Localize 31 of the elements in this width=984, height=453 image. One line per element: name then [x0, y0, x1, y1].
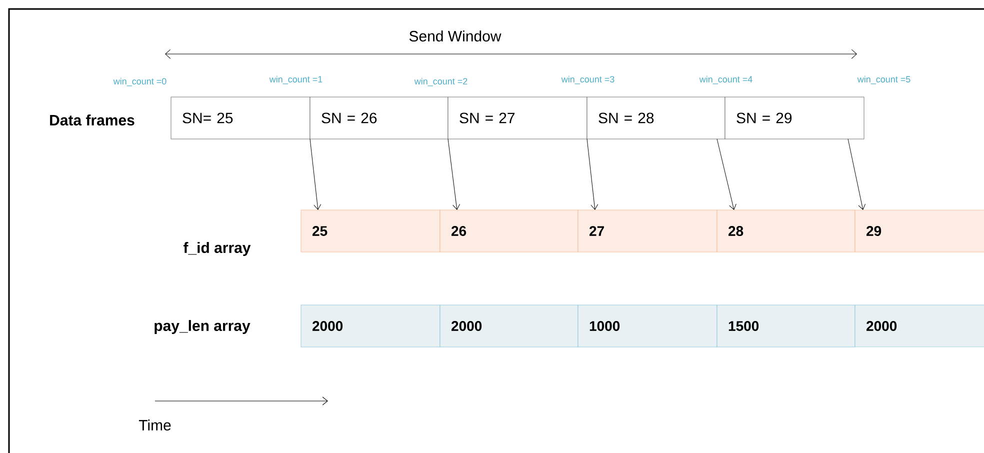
array-cell: 29	[854, 210, 984, 252]
array-cell: 1000	[578, 304, 718, 348]
array-cell: 2000	[440, 304, 578, 348]
data-frame-cell: SN = 27	[448, 96, 588, 140]
count-label: win_count =0	[113, 78, 166, 86]
count-label: win_count =5	[857, 76, 910, 84]
arrow	[586, 138, 598, 210]
window-title: Send Window	[409, 30, 502, 42]
data-frame-cell: SN = 28	[586, 96, 726, 140]
array-cell: 27	[578, 210, 718, 252]
data-frame-cell: SN = 29	[724, 96, 864, 140]
arrow	[716, 138, 736, 210]
array-cell: 28	[716, 210, 856, 252]
arrow	[848, 138, 866, 210]
arrow	[310, 138, 322, 210]
array-cell: 2000	[300, 304, 440, 348]
row-label: pay_len array	[154, 320, 250, 334]
count-label: win_count =4	[699, 76, 752, 84]
row-label: f_id array	[184, 242, 251, 256]
array-cell: 1500	[716, 304, 856, 348]
data-frame-cell: SN= 25	[170, 96, 310, 140]
row-label: Data frames	[50, 114, 134, 126]
axis-label: Time	[138, 420, 171, 430]
arrow	[448, 138, 460, 210]
array-cell: 2000	[854, 304, 984, 348]
data-frame-cell: SN = 26	[310, 96, 448, 140]
array-cell: 26	[440, 210, 578, 252]
count-label: win_count =2	[414, 78, 468, 86]
array-cell: 25	[300, 210, 440, 252]
count-label: win_count =3	[561, 76, 614, 84]
count-label: win_count =1	[269, 76, 322, 84]
